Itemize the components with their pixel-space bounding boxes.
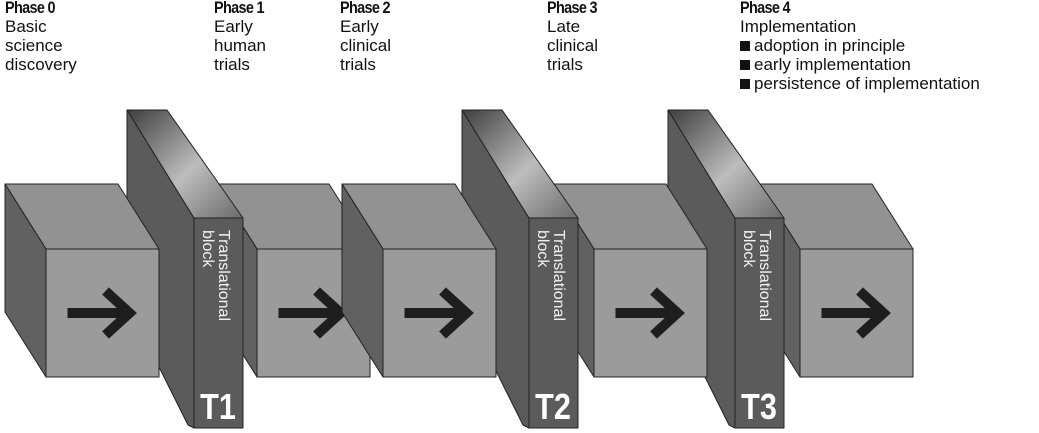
phase-3-label: Phase 3 Late clinical trials: [547, 0, 606, 74]
phase-text: science: [5, 36, 63, 55]
label-line: Translational: [550, 230, 567, 321]
label-line: Translational: [756, 230, 773, 321]
translational-block-label: Translationalblock: [534, 230, 567, 321]
phase-0-label: Phase 0 Basic science discovery: [5, 0, 77, 74]
phase-bullet: adoption in principle: [740, 36, 980, 55]
phase-title: Phase 2: [340, 0, 391, 17]
phase-4-label: Phase 4 Implementation adoption in princ…: [740, 0, 980, 93]
arrow-right-icon: [615, 287, 685, 339]
label-line: block: [740, 230, 757, 268]
phase-text: human: [214, 36, 266, 55]
slab-front-face: [734, 217, 785, 429]
phase-title: Phase 4: [740, 0, 791, 17]
slab-front-face: [193, 217, 244, 429]
phase-bullet: persistence of implementation: [740, 74, 980, 93]
arrow-right-icon: [821, 287, 891, 339]
phase-title: Phase 3: [547, 0, 598, 17]
phase-bullet: early implementation: [740, 55, 980, 74]
phase-cube-1: [4, 183, 160, 378]
phase-title: Phase 1: [214, 0, 265, 17]
translational-block-code: T2: [535, 388, 571, 428]
phase-text: trials: [214, 55, 250, 74]
phase-text: Late: [547, 17, 581, 36]
phase-text: Basic: [5, 17, 47, 36]
phase-title: Phase 0: [5, 0, 56, 17]
phase-cube-3: [341, 183, 497, 378]
label-line: Translational: [215, 230, 232, 321]
translational-block-label: Translationalblock: [199, 230, 232, 321]
translational-block-code: T3: [741, 388, 777, 428]
phase-text: trials: [340, 55, 376, 74]
translational-block-label: Translationalblock: [740, 230, 773, 321]
phase-text: discovery: [5, 55, 77, 74]
phase-text: clinical: [340, 36, 392, 55]
phase-text: Early: [214, 17, 253, 36]
phase-1-label: Phase 1 Early human trials: [214, 0, 273, 74]
label-line: block: [534, 230, 551, 268]
label-line: block: [199, 230, 216, 268]
phase-text: Implementation: [740, 17, 857, 36]
arrow-right-icon: [278, 287, 348, 339]
arrow-right-icon: [67, 287, 137, 339]
slab-front-face: [528, 217, 579, 429]
phase-text: Early: [340, 17, 379, 36]
arrow-right-icon: [404, 287, 474, 339]
phase-2-label: Phase 2 Early clinical trials: [340, 0, 399, 74]
phase-text: trials: [547, 55, 583, 74]
phase-text: clinical: [547, 36, 599, 55]
translational-block-code: T1: [200, 388, 236, 428]
